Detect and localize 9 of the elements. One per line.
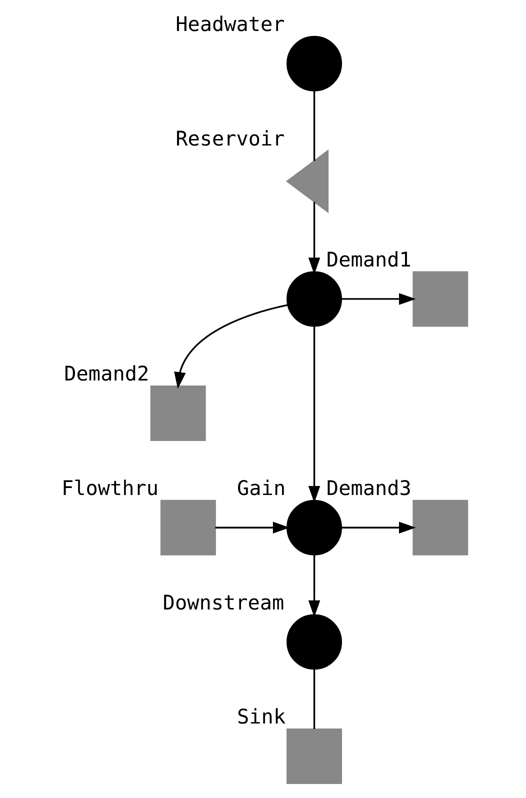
node-label: Sink xyxy=(237,704,286,729)
node-label: Headwater xyxy=(176,12,285,36)
node-label: Downstream xyxy=(162,590,284,614)
node-label: Gain xyxy=(237,476,286,500)
node-label: Demand3 xyxy=(326,476,412,500)
node-label: Flowthru xyxy=(61,476,159,500)
node-label: Reservoir xyxy=(176,126,285,150)
node-label: Demand1 xyxy=(326,247,412,272)
node-label: Demand2 xyxy=(64,362,150,386)
